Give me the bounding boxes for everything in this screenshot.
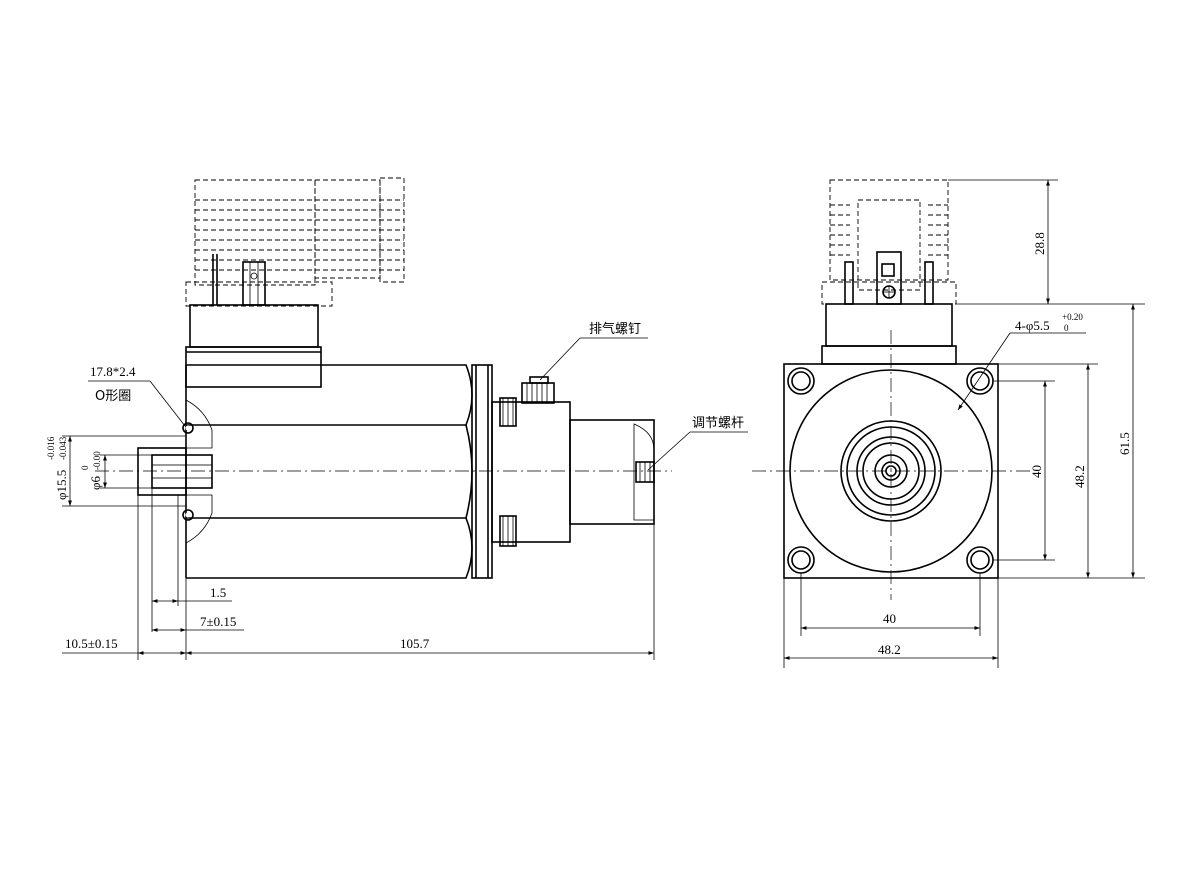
hole-spec-callout: 4-φ5.5 +0.20 0 [957,312,1086,411]
hole-spec-main: 4-φ5.5 [1015,318,1050,333]
front-vertical-dims: 28.8 40 48.2 61.5 [948,179,1145,579]
front-coil-cap [821,303,957,365]
front-view: 4-φ5.5 +0.20 0 28.8 40 48.2 61.5 [752,179,1145,668]
dim-d-outer: φ15.5 [54,470,69,500]
dim-connector-height: 28.8 [1032,232,1047,255]
side-length-dims: 1.5 7±0.15 10.5±0.15 105.7 [62,488,655,660]
bleed-screw-callout: 排气螺钉 [539,321,648,381]
dim-d-inner-upper: 0 [80,465,90,470]
dim-step: 1.5 [210,585,226,600]
front-horizontal-dims: 40 48.2 [783,573,999,668]
dim-body-height: 48.2 [1072,465,1087,488]
side-terminals [212,254,266,306]
side-view: 17.8*2.4 O形圈 排气螺钉 调节螺杆 φ15.5 -0.016 -0.0… [46,177,748,660]
side-main-body [185,364,493,579]
dim-d-inner-lower: -0.00 [92,451,102,470]
bleed-screw-label: 排气螺钉 [589,321,641,337]
dim-d-outer-lower: -0.043 [58,436,68,460]
dim-body-width: 48.2 [878,642,901,657]
adjust-rod-label: 调节螺杆 [692,416,744,431]
hole-spec-upper: +0.20 [1062,312,1083,322]
hole-spec-lower: 0 [1064,323,1069,333]
front-connector-plug [821,179,957,305]
adjust-rod-callout: 调节螺杆 [647,416,748,471]
dim-hole-pitch-v: 40 [1029,465,1044,478]
oring-name-label: O形圈 [95,389,131,404]
dim-overall-height: 61.5 [1117,432,1132,455]
dim-offset: 10.5±0.15 [65,636,118,651]
oring-size-label: 17.8*2.4 [90,364,136,379]
side-diameter-dims: φ15.5 -0.016 -0.043 φ6 0 -0.00 [46,435,186,507]
dim-d-inner: φ6 [88,475,103,490]
dim-hole-pitch-h: 40 [883,611,896,626]
dim-d-outer-upper: -0.016 [46,436,56,460]
dim-length: 105.7 [400,636,430,651]
side-connector-plug [185,177,405,307]
side-front-section [137,399,213,544]
side-coil-cap [185,304,322,388]
side-rear-housing [491,376,655,547]
side-oring-callout: 17.8*2.4 O形圈 [88,364,186,427]
dim-boss: 7±0.15 [200,614,236,629]
